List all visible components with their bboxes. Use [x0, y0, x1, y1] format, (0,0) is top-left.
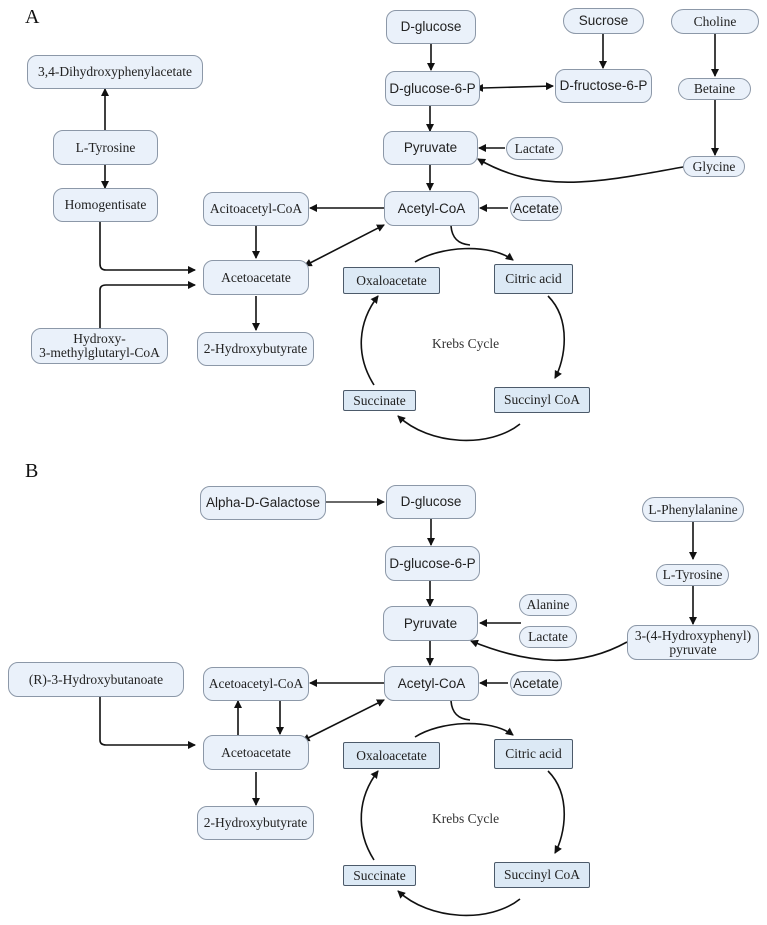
node-homogentisate: Homogentisate	[53, 188, 158, 222]
arrow-oxaloacetate-to-citric	[414, 722, 514, 738]
arrow-acetylcoa-acetoacetate-bidirectional	[301, 699, 385, 742]
node-lactate: Lactate	[506, 137, 563, 160]
node-succinate: Succinate	[343, 865, 416, 886]
panel-label-a: A	[25, 6, 40, 28]
node-d-glucose-6-p: D-glucose-6-P	[385, 71, 480, 106]
node-lactate: Lactate	[519, 626, 577, 648]
node-d-glucose: D-glucose	[386, 485, 476, 519]
node-2-hydroxybutyrate: 2-Hydroxybutyrate	[197, 332, 314, 366]
arrow-citric-to-succinylcoa	[547, 770, 566, 854]
node-succinyl-coa: Succinyl CoA	[494, 862, 590, 888]
arrow-homogentisate-to-acetoacetate	[99, 222, 196, 274]
node-hydroxyphenylpyruvate: 3-(4-Hydroxyphenyl) pyruvate	[627, 625, 759, 660]
node-pyruvate: Pyruvate	[383, 606, 478, 641]
arrow-acetylcoa-into-cycle	[450, 225, 471, 246]
node-acetate: Acetate	[510, 196, 562, 221]
node-acetyl-coa: Acetyl-CoA	[384, 191, 479, 226]
arrow-oxaloacetate-to-citric	[414, 247, 514, 263]
arrow-succinylcoa-to-succinate	[397, 415, 521, 442]
node-acetoacetate: Acetoacetate	[203, 735, 309, 770]
node-acetate: Acetate	[510, 671, 562, 696]
node-succinate: Succinate	[343, 390, 416, 411]
arrow-hydroxybutanoate-to-acetoacetate	[99, 697, 196, 749]
node-betaine: Betaine	[678, 78, 751, 100]
node-oxaloacetate: Oxaloacetate	[343, 267, 440, 294]
node-alanine: Alanine	[519, 594, 577, 616]
arrow-succinate-to-oxaloacetate	[360, 295, 379, 386]
node-citric-acid: Citric acid	[494, 739, 573, 769]
node-succinyl-coa: Succinyl CoA	[494, 387, 590, 413]
arrow-hmgcoa-to-acetoacetate	[99, 281, 196, 328]
node-acetoacetate: Acetoacetate	[203, 260, 309, 295]
node-choline: Choline	[671, 9, 759, 34]
node-d-fructose-6-p: D-fructose-6-P	[555, 69, 652, 103]
arrow-succinate-to-oxaloacetate	[360, 770, 379, 861]
arrow-citric-to-succinylcoa	[547, 295, 566, 379]
panel-label-b: B	[25, 460, 39, 482]
node-acetoacetyl-coa: Acetoacetyl-CoA	[203, 667, 309, 701]
node-hmg-coa: Hydroxy- 3-methylglutaryl-CoA	[31, 328, 168, 364]
arrow-succinylcoa-to-succinate	[397, 890, 521, 917]
arrow-hydroxyphenylpyruvate-to-pyruvate	[470, 639, 628, 662]
node-l-phenylalanine: L-Phenylalanine	[642, 497, 744, 522]
node-r-3-hydroxybutanoate: (R)-3-Hydroxybutanoate	[8, 662, 184, 697]
node-sucrose: Sucrose	[563, 8, 644, 34]
node-citric-acid: Citric acid	[494, 264, 573, 294]
node-oxaloacetate: Oxaloacetate	[343, 742, 440, 769]
arrow-dglucose6p-dfructose6p-bidirectional	[475, 82, 554, 92]
node-l-tyrosine: L-Tyrosine	[656, 564, 729, 586]
arrow-acetylcoa-acetoacetate-bidirectional	[303, 224, 385, 267]
node-alpha-d-galactose: Alpha-D-Galactose	[200, 486, 326, 520]
arrow-acetylcoa-into-cycle	[450, 700, 471, 721]
node-l-tyrosine: L-Tyrosine	[53, 130, 158, 165]
node-d-glucose-6-p: D-glucose-6-P	[385, 546, 480, 581]
arrow-glycine-to-pyruvate	[477, 158, 684, 183]
node-dihydroxyphenylacetate: 3,4-Dihydroxyphenylacetate	[27, 55, 203, 89]
krebs-cycle-label-b: Krebs Cycle	[432, 811, 500, 826]
krebs-cycle-label-a: Krebs Cycle	[432, 336, 500, 351]
node-2-hydroxybutyrate: 2-Hydroxybutyrate	[197, 806, 314, 840]
node-d-glucose: D-glucose	[386, 10, 476, 44]
node-glycine: Glycine	[683, 156, 745, 177]
node-acetyl-coa: Acetyl-CoA	[384, 666, 479, 701]
node-acitoacetyl-coa: Acitoacetyl-CoA	[203, 192, 309, 226]
node-pyruvate: Pyruvate	[383, 131, 478, 165]
